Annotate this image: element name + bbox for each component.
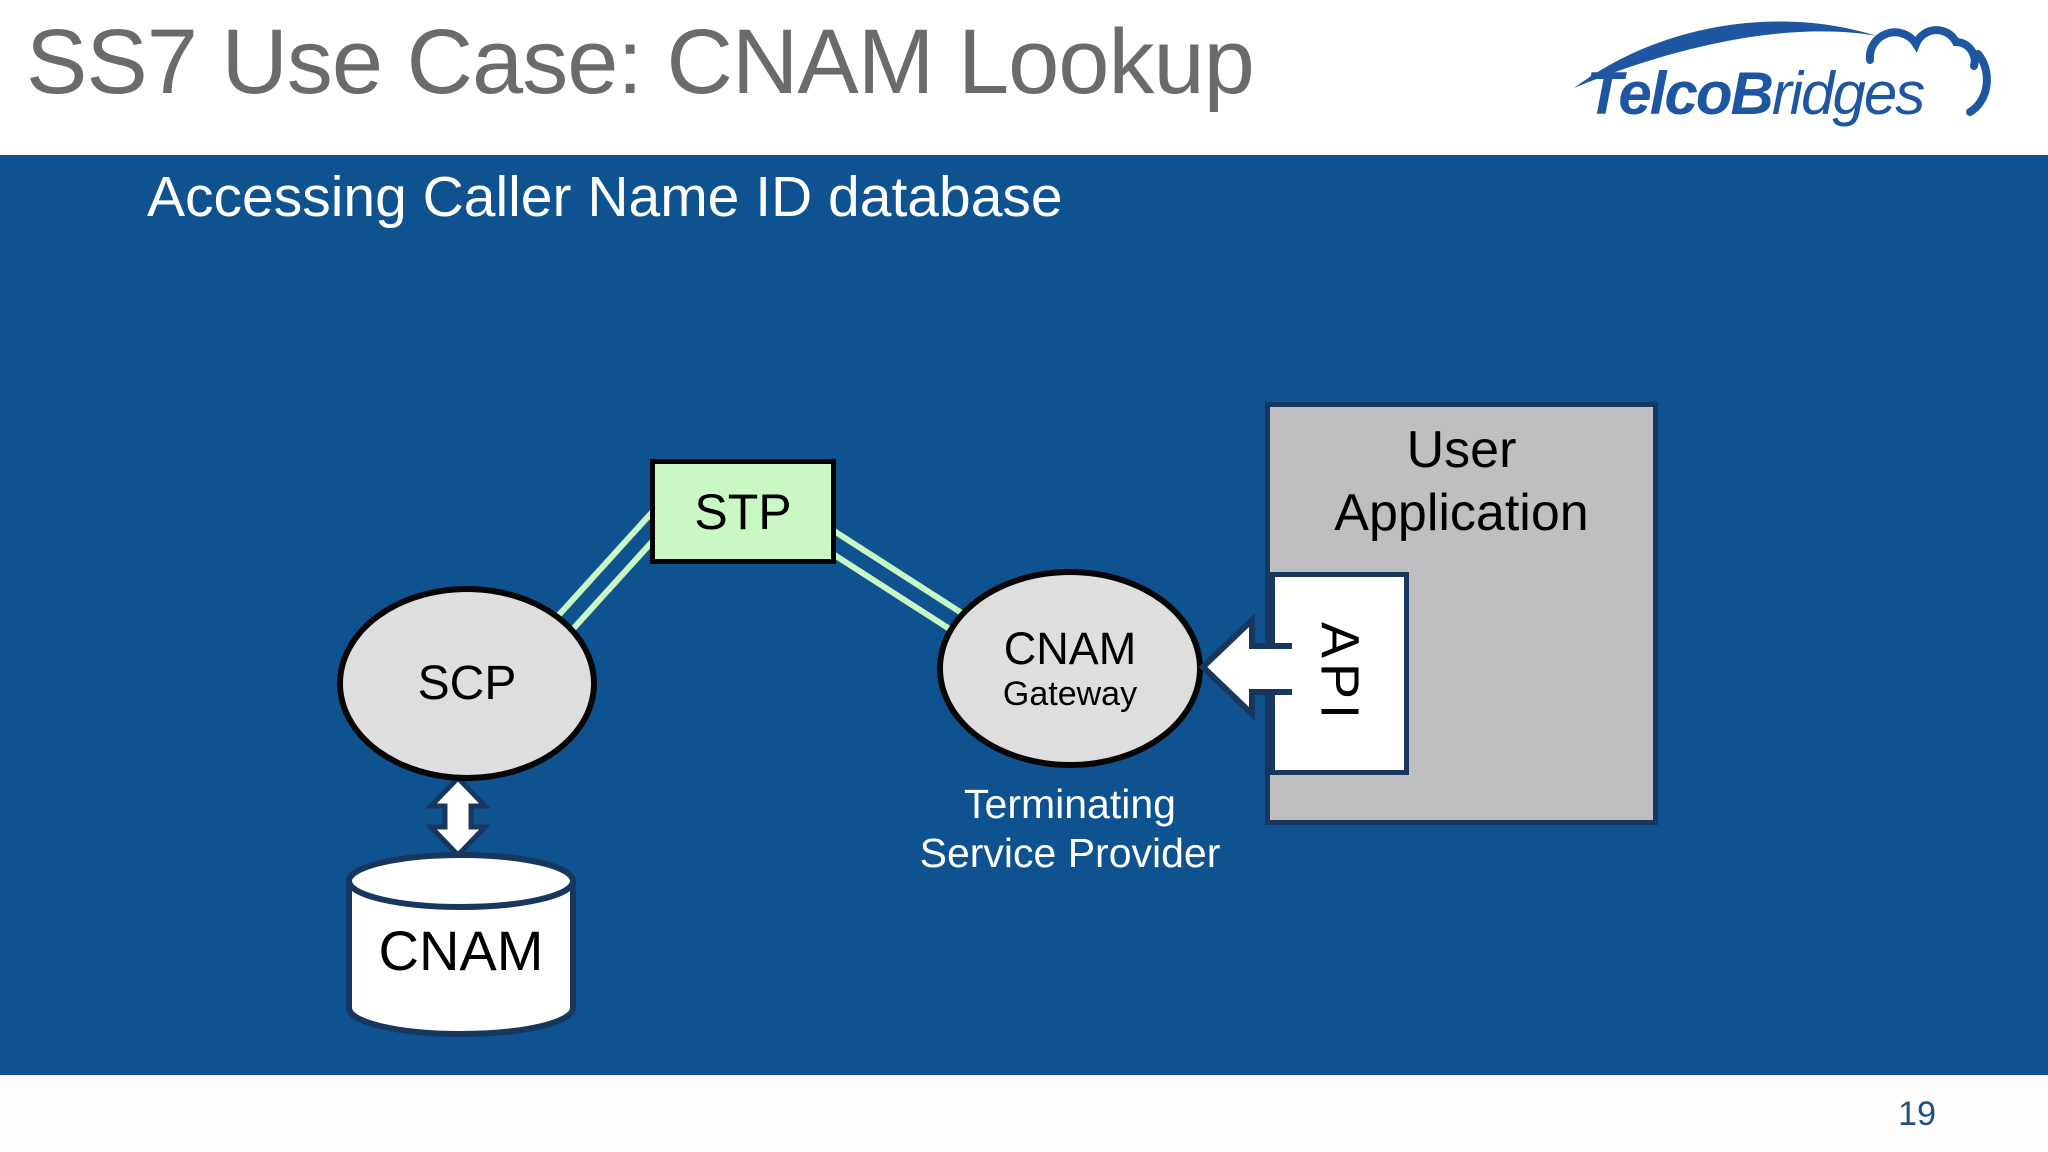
page-number: 19 xyxy=(1898,1095,1936,1133)
terminating-label-line2: Service Provider xyxy=(919,830,1221,877)
stp-label: STP xyxy=(694,483,792,540)
node-stp: STP xyxy=(650,459,836,564)
slide-subtitle: Accessing Caller Name ID database xyxy=(147,165,1063,229)
terminating-service-provider-label: Terminating Service Provider xyxy=(820,780,1320,878)
logo-wordmark-bold: TelcoB xyxy=(1586,60,1774,127)
logo-swoosh-cloud-icon xyxy=(1574,21,1991,116)
slide-footer: 19 xyxy=(0,1075,2048,1152)
node-cnam-gateway: CNAM Gateway xyxy=(937,569,1203,768)
cnam-gateway-label-line1: CNAM xyxy=(1003,623,1137,675)
scp-label: SCP xyxy=(417,657,517,710)
user-application-label-line2: Application xyxy=(1334,484,1589,543)
telcobridges-logo: TelcoBridges xyxy=(1570,4,2000,130)
cnam-gateway-label-line2: Gateway xyxy=(1002,674,1138,713)
cnam-database-label: CNAM xyxy=(378,919,544,982)
node-api: API xyxy=(1270,572,1409,775)
slide-title: SS7 Use Case: CNAM Lookup xyxy=(26,11,1255,113)
logo-wordmark-light: ridges xyxy=(1771,60,1925,127)
slide-header: SS7 Use Case: CNAM Lookup TelcoBridges xyxy=(0,0,2048,155)
node-scp: SCP xyxy=(337,586,597,781)
logo-wordmark: TelcoBridges xyxy=(1586,59,1925,128)
api-label: API xyxy=(1309,622,1370,725)
terminating-label-line1: Terminating xyxy=(964,781,1176,827)
user-application-label-line1: User xyxy=(1406,421,1517,479)
user-application-label: User Application xyxy=(1270,419,1653,546)
bidirectional-arrow-icon xyxy=(425,774,491,859)
